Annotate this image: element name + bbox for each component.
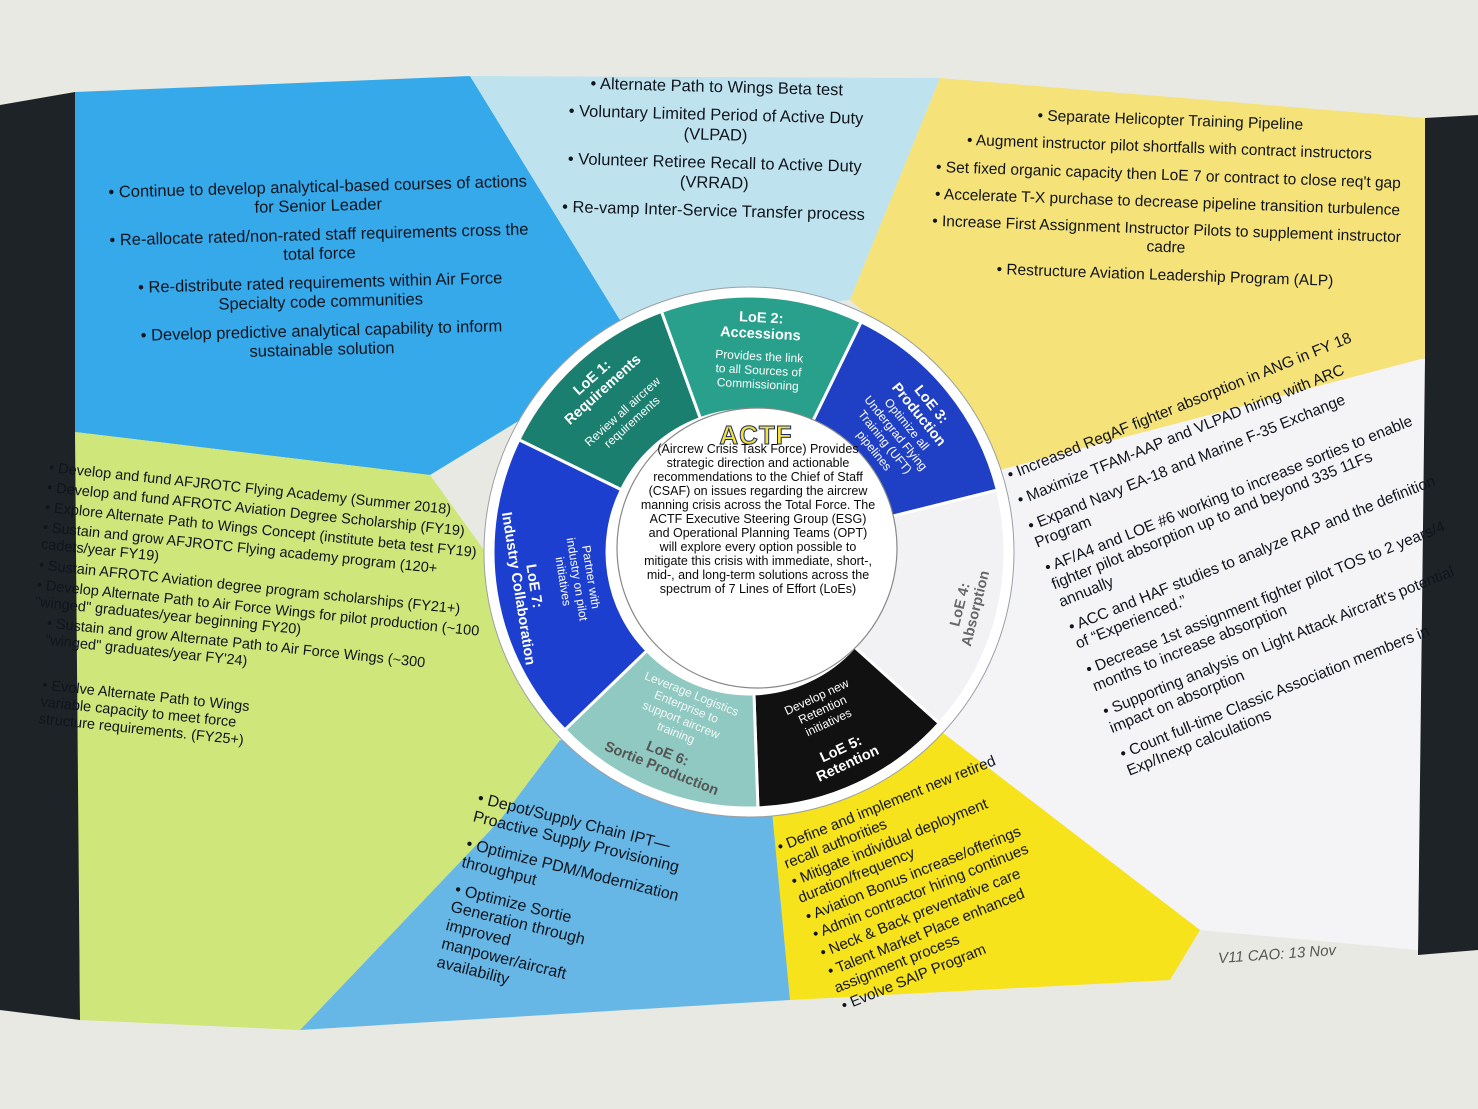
accessions-item: • Re-vamp Inter-Service Transfer process: [561, 198, 866, 225]
right-dark-edge: [1418, 115, 1478, 955]
sector-absorption-bg: [900, 358, 1425, 950]
requirements-actions: • Continue to develop analytical-based c…: [108, 173, 533, 376]
accessions-actions: • Alternate Path to Wings Beta test • Vo…: [553, 74, 877, 235]
accessions-item: • Voluntary Limited Period of Active Dut…: [568, 102, 864, 145]
requirements-item: • Develop predictive analytical capabili…: [140, 317, 503, 362]
sector-production-bg: [850, 78, 1425, 470]
sector-requirements-bg: [75, 76, 620, 475]
sector-sortie-bg: [300, 740, 790, 1030]
accessions-item: • Volunteer Retiree Recall to Active Dut…: [567, 150, 862, 193]
center-circle: [616, 407, 898, 689]
loe2-description: Provides the linkto all Sources ofCommis…: [713, 347, 804, 394]
sector-accessions-bg: [470, 76, 940, 320]
actf-title: ACTF: [719, 420, 793, 451]
sector-industry-bg: [75, 432, 560, 1030]
requirements-item: • Re-allocate rated/non-rated staff requ…: [109, 220, 529, 265]
requirements-item: • Re-distribute rated requirements withi…: [137, 269, 503, 315]
loe7-segment: [491, 437, 649, 732]
production-actions: • Separate Helicopter Training Pipeline …: [922, 104, 1413, 303]
loe2-label: LoE 2:Accessions: [720, 308, 802, 344]
left-dark-edge: [0, 92, 80, 1020]
actf-description: (Aircrew Crisis Task Force) Provides str…: [640, 442, 876, 596]
industry-actions: • Develop and fund AFJROTC Flying Academ…: [21, 460, 493, 782]
loe6-segment: [562, 648, 760, 810]
production-item: • Increase First Assignment Instructor P…: [931, 212, 1402, 258]
